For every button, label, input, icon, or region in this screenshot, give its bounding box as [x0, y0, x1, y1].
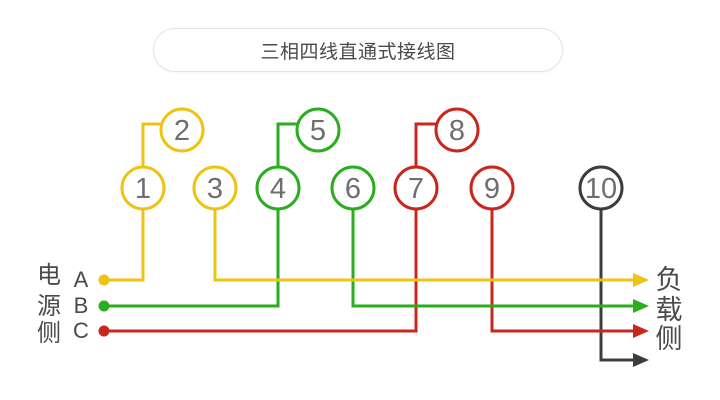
phase-a-source-dot	[98, 274, 110, 286]
load-side-label-char-2: 载	[656, 295, 683, 325]
wire-phase-c-load	[490, 209, 635, 333]
diagram-title: 三相四线直通式接线图	[260, 41, 456, 63]
wire-phase-b-load	[351, 209, 635, 308]
load-side-label-char-3: 侧	[656, 324, 683, 354]
diagram-title-pill: 三相四线直通式接线图	[153, 28, 563, 72]
phase-a-label: A	[74, 267, 89, 292]
terminal-2-number: 2	[174, 115, 190, 147]
terminal-4-circle	[255, 165, 301, 211]
terminal-10-circle	[578, 165, 624, 211]
terminal-8-circle	[434, 107, 480, 153]
terminal-7-circle	[393, 165, 439, 211]
terminal-5-number: 5	[310, 115, 326, 147]
wire-phase-a-load	[213, 209, 635, 282]
terminal-1-number: 1	[135, 173, 151, 205]
source-side-label-char-1: 电	[37, 262, 61, 289]
terminal-8-number: 8	[449, 115, 465, 147]
jumper-terminal8-to-terminal7	[414, 122, 437, 167]
load-side-label-char-1: 负	[656, 265, 683, 295]
terminal-7-number: 7	[408, 173, 424, 205]
phase-b-source-dot	[98, 300, 110, 312]
jumper-terminal5-to-terminal4	[276, 122, 298, 167]
wire-neutral-load	[599, 209, 635, 362]
terminal-1-circle	[120, 165, 166, 211]
source-side-label-char-2: 源	[37, 293, 61, 320]
terminal-9-circle	[469, 165, 515, 211]
phase-b-label: B	[74, 293, 89, 318]
wire-phase-a-source	[104, 209, 145, 282]
terminal-4-number: 4	[270, 173, 286, 205]
phase-b-arrowhead	[633, 299, 649, 313]
side-labels: 电 源 侧 A B C 负 载 侧	[37, 262, 683, 354]
terminal-5-circle	[295, 107, 341, 153]
jumper-terminal2-to-terminal1	[141, 122, 162, 167]
terminal-6-number: 6	[345, 173, 361, 205]
wire-phase-b-source	[104, 209, 280, 308]
terminal-3-number: 3	[207, 173, 223, 205]
terminal-9-number: 9	[484, 173, 500, 205]
source-side-label-char-3: 侧	[37, 320, 61, 347]
wire-phase-c-source	[104, 209, 418, 333]
terminal-3-circle	[192, 165, 238, 211]
terminal-numbers: 1 2 3 4 5 6 7 8 9 10	[135, 115, 617, 205]
terminal-10-number: 10	[585, 173, 617, 205]
phase-c-label: C	[73, 318, 89, 343]
terminal-2-circle	[159, 107, 205, 153]
phase-c-arrowhead	[633, 324, 649, 338]
phase-a-arrowhead	[633, 273, 649, 287]
terminal-6-circle	[330, 165, 376, 211]
neutral-arrowhead	[633, 353, 649, 367]
phase-c-source-dot	[98, 325, 110, 337]
